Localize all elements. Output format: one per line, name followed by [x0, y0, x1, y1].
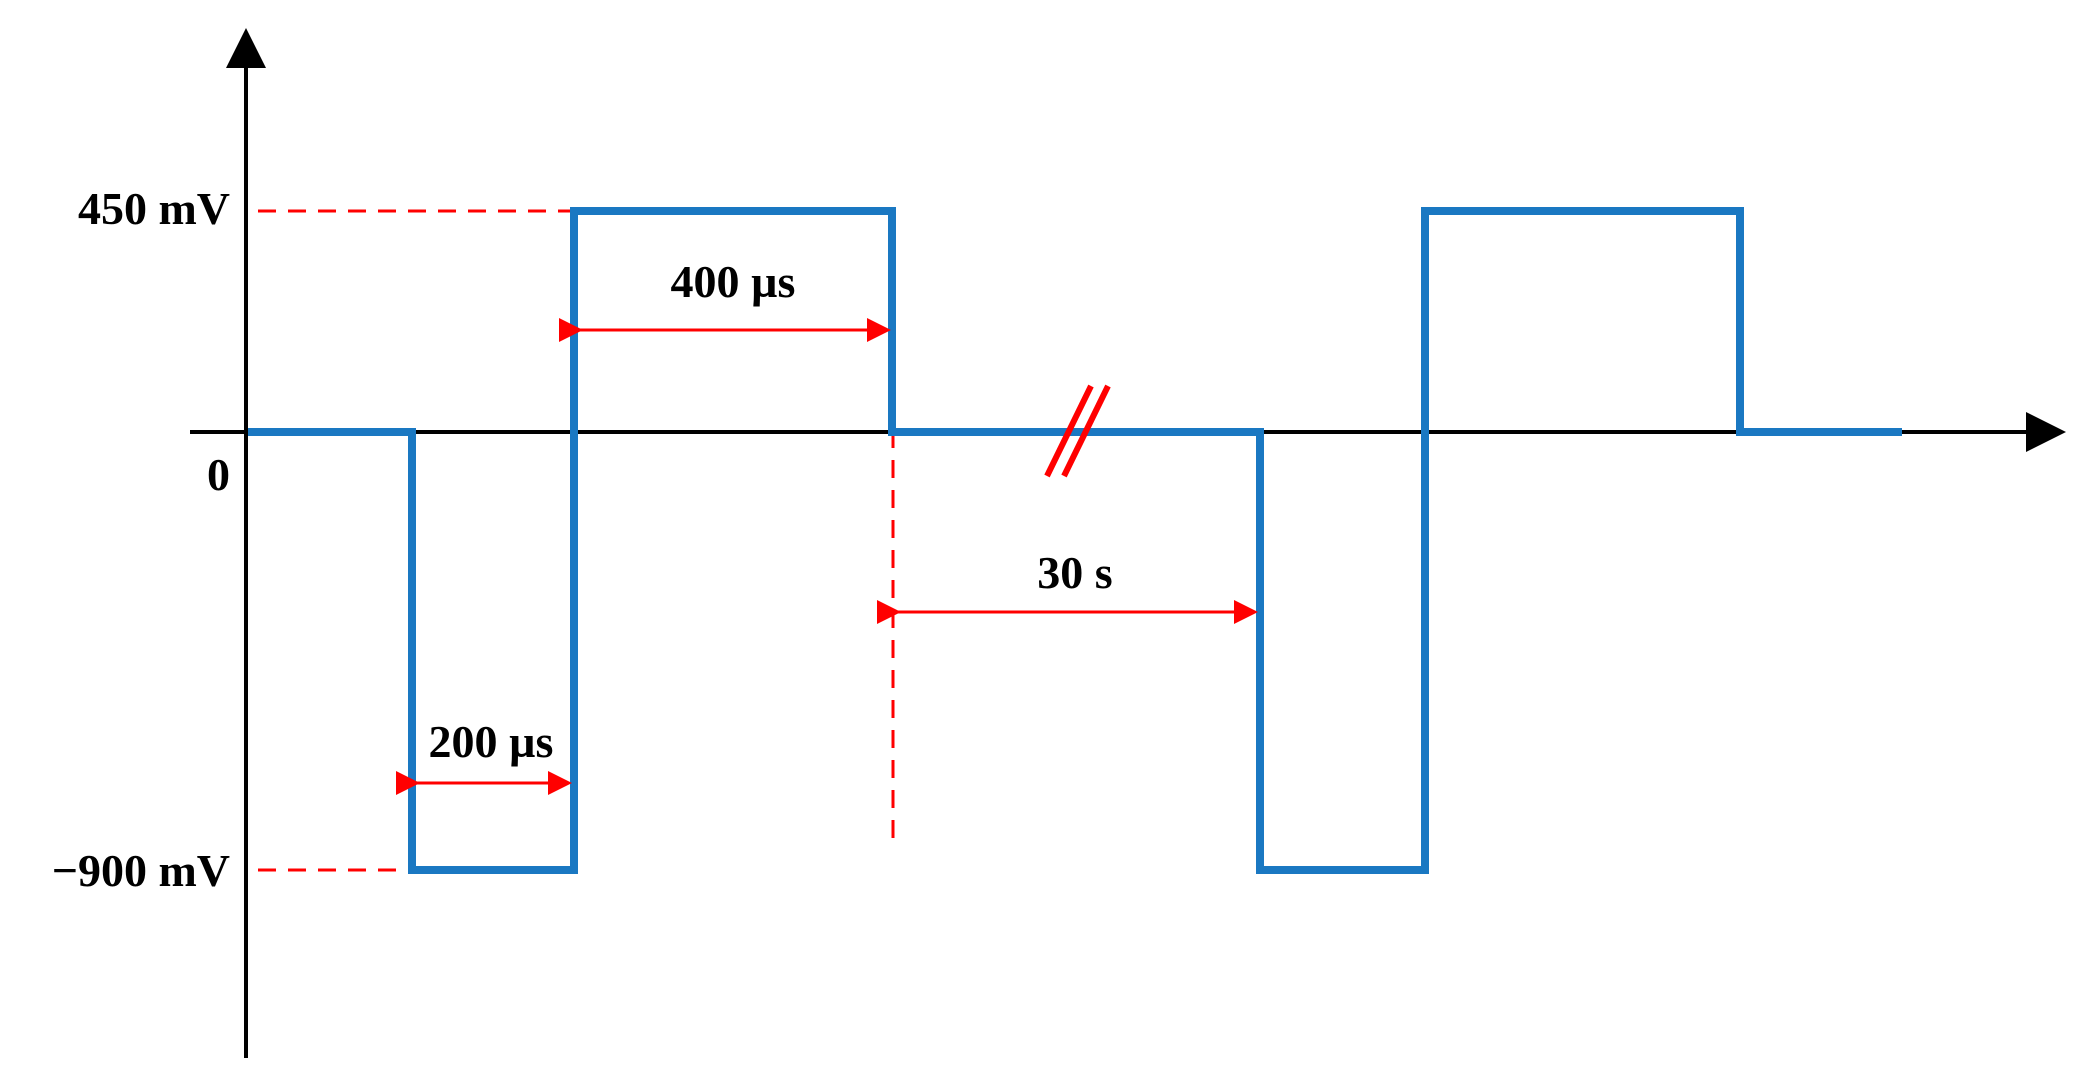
- y-label-zero: 0: [207, 449, 230, 500]
- label-200us: 200 µs: [429, 716, 554, 767]
- y-label-minus900mv: −900 mV: [52, 845, 230, 896]
- label-30s: 30 s: [1037, 547, 1112, 598]
- y-label-450mv: 450 mV: [78, 183, 230, 234]
- label-400us: 400 µs: [671, 256, 796, 307]
- axis-break-mark-1: [1044, 384, 1094, 478]
- axis-break-mark-2: [1061, 384, 1111, 478]
- waveform: [248, 207, 1902, 874]
